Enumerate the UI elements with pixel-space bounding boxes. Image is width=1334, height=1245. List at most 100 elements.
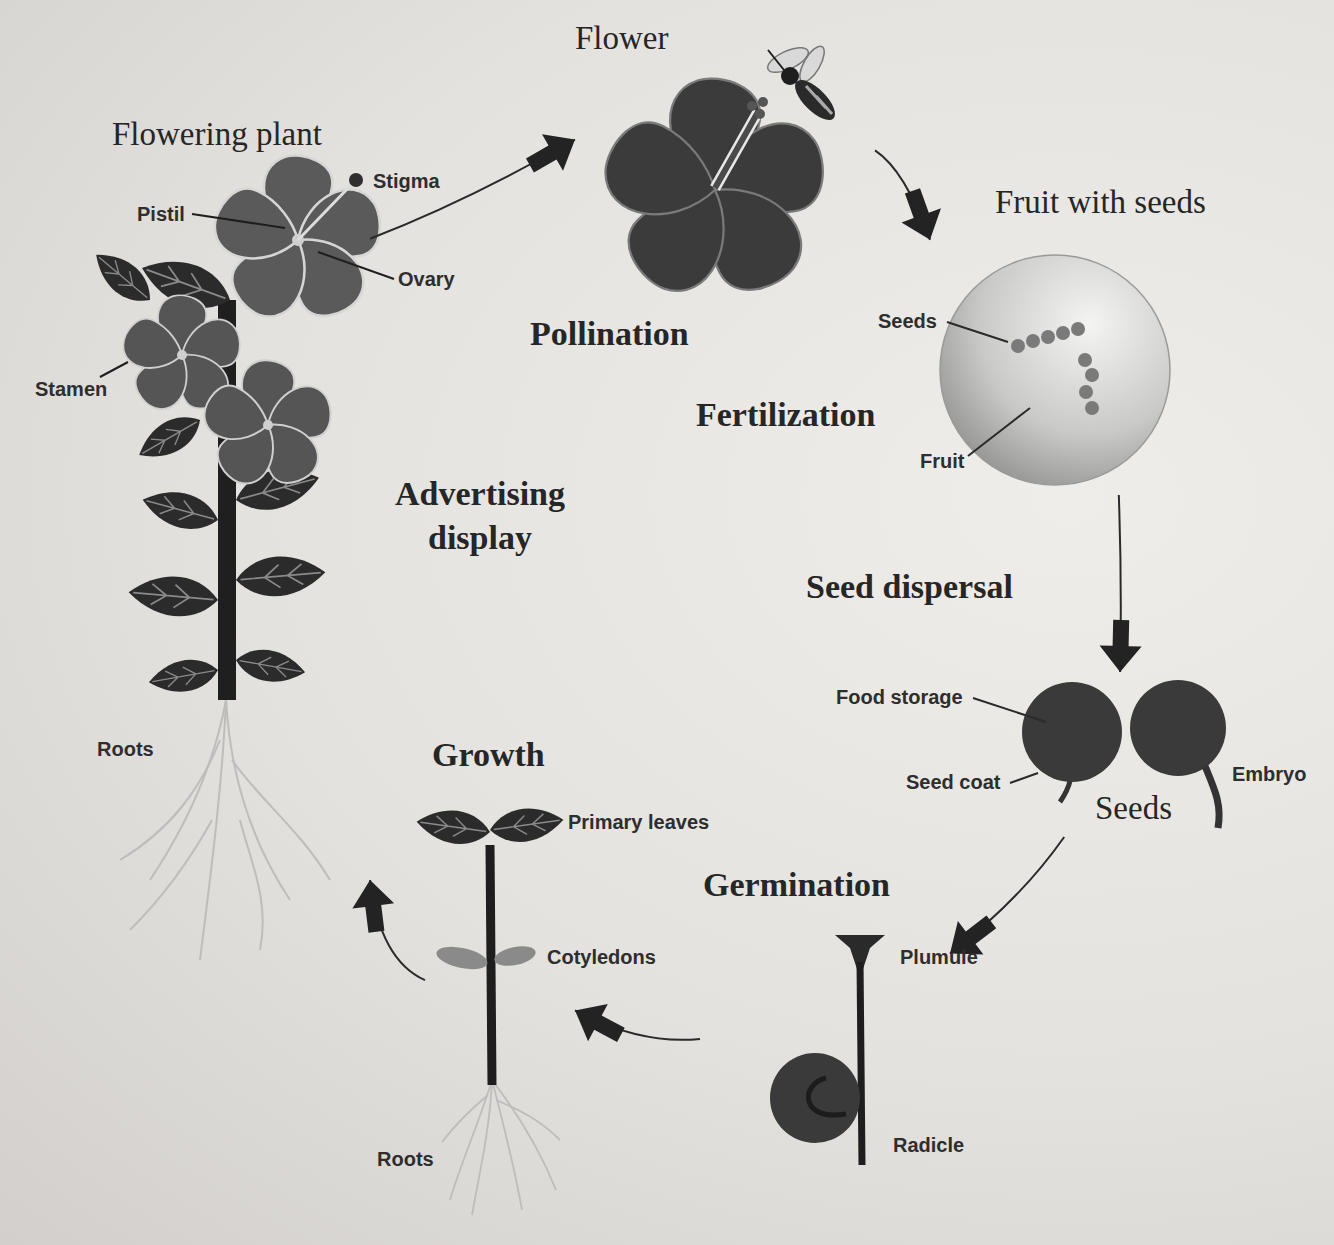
part-label: Plumule <box>900 946 978 969</box>
leader-lines <box>100 362 128 377</box>
plant-roots <box>200 700 226 960</box>
growth-stage: Growth <box>425 732 575 1212</box>
cycle-arrow <box>1100 495 1142 672</box>
part-label: Food storage <box>836 686 963 709</box>
seedling-figure <box>442 1095 488 1142</box>
seedling-figure <box>414 805 492 848</box>
plant-leaves <box>233 645 308 688</box>
part-label: Radicle <box>893 1134 964 1157</box>
arrow-head <box>1100 620 1142 672</box>
germinating-seed-figure <box>808 1078 846 1115</box>
fruit-figure <box>1041 330 1055 344</box>
flower-figure <box>715 112 758 188</box>
stage-heading: Fruit with seeds <box>995 184 1206 222</box>
seeds-figure <box>1022 682 1122 782</box>
stage-heading: Seeds <box>1095 790 1172 828</box>
seeds-figure <box>973 698 1046 783</box>
arrow-head <box>902 188 942 240</box>
arrow-head <box>526 134 575 172</box>
part-label: Embryo <box>1232 763 1306 786</box>
plant-leaves <box>146 655 221 698</box>
part-label: Cotyledons <box>547 946 656 969</box>
leader-lines <box>318 252 394 279</box>
germinating-seed-figure <box>770 1053 860 1143</box>
stage-heading: Flowering plant <box>112 116 322 154</box>
plant-flowers <box>349 173 363 187</box>
flower-figure <box>758 97 768 107</box>
process-label: Fertilization <box>696 393 875 437</box>
cycle-arrow <box>352 880 425 980</box>
flowering-plant-figure <box>86 155 394 960</box>
plant-flowers <box>177 350 187 360</box>
bee <box>795 43 829 86</box>
seeds-figure <box>1130 680 1226 776</box>
bee <box>768 50 784 70</box>
plant-roots <box>240 820 263 950</box>
fruit-figure <box>1079 385 1093 399</box>
cycle-arrow <box>950 837 1064 954</box>
germinating-seed-figure <box>860 962 862 1165</box>
flowering-plant-stage: Flowering plant <box>100 112 370 957</box>
seeds-stage: Seeds <box>1018 672 1228 837</box>
seeds-figure <box>1205 766 1219 828</box>
seedling-figure <box>492 1080 556 1190</box>
seeds-figure <box>973 698 1046 722</box>
part-label: Stigma <box>373 170 440 193</box>
cycle-line <box>950 837 1064 954</box>
fruit-figure <box>1011 322 1099 415</box>
leader-lines <box>192 214 285 228</box>
flower-figure <box>755 109 765 119</box>
seeds-figure <box>1010 773 1038 783</box>
plant-leaves <box>131 407 207 469</box>
flower-stage: Flower <box>575 18 875 288</box>
fruit-figure <box>1085 368 1099 382</box>
plant-flowers <box>198 360 337 492</box>
part-label: Roots <box>97 738 154 761</box>
seedling-figure <box>493 943 538 969</box>
process-label: Seed dispersal <box>806 565 1013 609</box>
part-label: Ovary <box>398 268 455 291</box>
bee <box>764 43 841 127</box>
cycle-arrow <box>875 150 941 240</box>
process-label: Advertising display <box>370 472 590 560</box>
seedling-figure <box>434 943 489 973</box>
seedling-figure <box>496 1100 560 1140</box>
stage-heading: Growth <box>432 735 545 774</box>
plant-roots <box>232 760 330 880</box>
part-label: Primary leaves <box>568 811 709 834</box>
seeds-figure <box>973 680 1226 828</box>
fruit-figure <box>940 255 1170 485</box>
part-label: Pistil <box>137 203 185 226</box>
plant-leaves <box>127 572 220 619</box>
fruit-figure <box>940 255 1170 485</box>
fruit-figure <box>947 322 1030 456</box>
plant-flowers <box>263 420 273 430</box>
stage-heading: Germination <box>703 865 890 904</box>
part-label: Fruit <box>920 450 964 473</box>
plant-roots <box>150 700 226 880</box>
germination-stage: Germination <box>700 862 950 1167</box>
fruit-figure <box>1026 334 1040 348</box>
fruit-figure <box>1056 326 1070 340</box>
flower-figure <box>715 112 758 188</box>
fruit-figure <box>968 408 1030 456</box>
plant-leaves <box>234 552 327 599</box>
part-label: Seeds <box>878 310 937 333</box>
seedling-figure <box>488 803 566 846</box>
seedling-figure <box>414 803 565 1215</box>
seeds-figure <box>1060 781 1070 802</box>
part-label: Seed coat <box>906 771 1000 794</box>
fruit-figure <box>1011 339 1025 353</box>
plant-flowers <box>298 184 352 240</box>
bee <box>816 96 832 114</box>
plant-leaves <box>138 483 222 537</box>
plant-leaves <box>86 243 160 312</box>
part-label: Stamen <box>35 378 107 401</box>
plant-flowers <box>207 155 389 328</box>
fruit-figure <box>1071 322 1085 336</box>
plant-roots <box>130 820 212 930</box>
stage-heading: Flower <box>575 20 669 58</box>
fruit-figure <box>947 322 1008 342</box>
arrow-head <box>575 1004 625 1042</box>
cycle-arrow <box>575 1004 700 1042</box>
